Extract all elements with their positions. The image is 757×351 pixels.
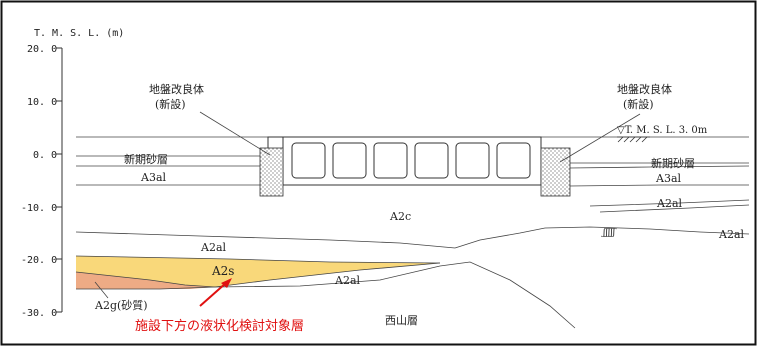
- left-improvement-sublabel: (新設): [155, 97, 186, 111]
- tick-label: -10. 0: [21, 203, 57, 214]
- target-layer-note: 施設下方の液状化検討対象層: [135, 318, 304, 334]
- layer-label-a2al-middle: A2al: [334, 274, 361, 287]
- axis-title: T. M. S. L. (m): [34, 28, 124, 39]
- a2s-layer-fill: [76, 256, 440, 287]
- target-arrow: [199, 282, 227, 307]
- layer-label-shinki-left: 新期砂層: [124, 152, 168, 166]
- water-level-hatch: [617, 136, 650, 143]
- layer-label-a2al-far-right: A2al: [718, 228, 745, 241]
- right-improvement-sublabel: (新設): [623, 97, 654, 111]
- box-culvert-structure: [267, 136, 542, 186]
- tick-label: 10. 0: [27, 97, 57, 108]
- a2g-layer-fill: [76, 272, 215, 289]
- left-ground-improvement-body: [259, 147, 284, 197]
- layer-label-a2c: A2c: [389, 210, 411, 223]
- tick-label: 0. 0: [33, 150, 57, 161]
- layer-label-a3al-right: A3al: [655, 172, 682, 185]
- layer-label-a3al-left: A3al: [140, 171, 167, 184]
- leader-lines: [94, 111, 641, 299]
- water-level-label: ▽T. M. S. L. 3. 0m: [617, 125, 708, 136]
- layer-label-a2s: A2s: [211, 264, 234, 278]
- y-axis-ticks: [56, 47, 62, 313]
- target-arrow-head: [221, 278, 232, 288]
- right-ground-improvement-body: [540, 147, 571, 197]
- left-improvement-label: 地盤改良体: [149, 82, 204, 96]
- fold-marks: ʃʃʃʃʃ: [601, 228, 617, 238]
- right-improvement-label: 地盤改良体: [617, 82, 672, 96]
- layer-label-a2al-upper-right: A2al: [656, 197, 683, 210]
- tick-label: -30. 0: [21, 308, 57, 319]
- layer-label-nishiyama: 西山層: [385, 314, 418, 327]
- layer-label-a2g: A2g(砂質): [94, 298, 148, 312]
- tick-label: 20. 0: [27, 44, 57, 55]
- layer-label-shinki-right: 新期砂層: [651, 156, 695, 170]
- layer-label-a2al-left: A2al: [200, 241, 227, 254]
- tick-label: -20. 0: [21, 255, 57, 266]
